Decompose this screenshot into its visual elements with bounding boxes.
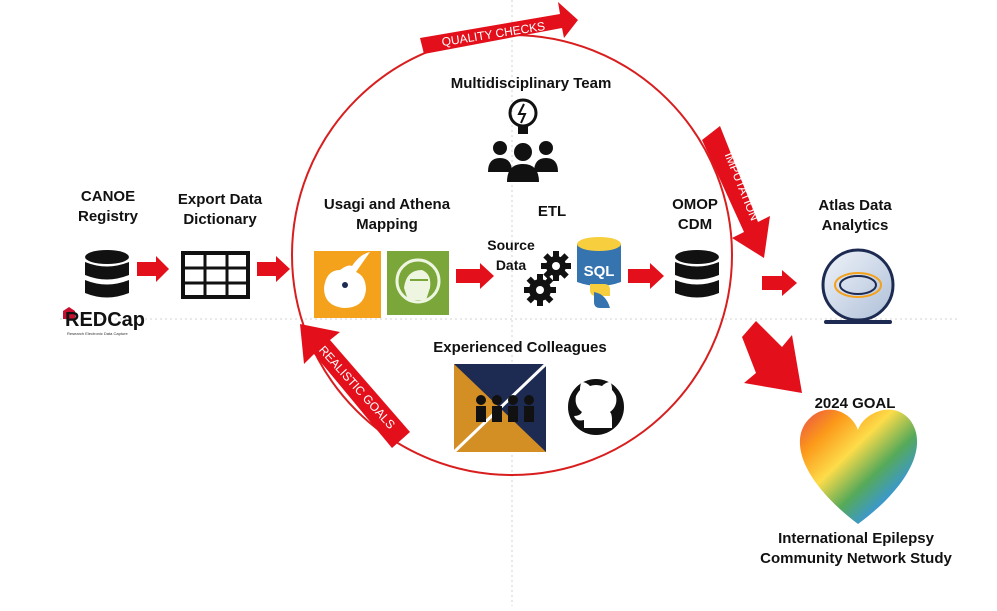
lightbulb-team-icon [488, 98, 558, 182]
canoe-line1: CANOE [80, 188, 136, 205]
realistic-goals-label: REALISTIC GOALS [316, 343, 398, 432]
arrow-etl-to-omop [628, 263, 664, 289]
arrow-omop-to-atlas [762, 270, 797, 296]
goal-2024-label: 2024 GOAL [814, 395, 896, 412]
usagi-athena-label: Usagi and Athena Mapping [312, 195, 462, 235]
table-grid-icon [181, 251, 250, 299]
network-study-label: International Epilepsy Community Network… [748, 529, 964, 569]
atlas-line2: Analytics [821, 217, 889, 234]
experienced-colleagues-label: Experienced Colleagues [433, 339, 607, 356]
redcap-logo [63, 307, 75, 319]
canoe-line2: Registry [77, 208, 139, 225]
ohdsi-community-logo [452, 362, 548, 454]
quality-checks-label: QUALITY CHECKS [441, 19, 546, 49]
export-line1: Export Data [177, 191, 263, 208]
network-line1: International Epilepsy [778, 530, 934, 547]
usagi-line1: Usagi and Athena [323, 196, 451, 213]
rainbow-heart-icon [799, 409, 918, 524]
canoe-registry-label: CANOE Registry [58, 187, 158, 227]
source-line2: Data [495, 257, 527, 273]
realistic-goals-arrow: REALISTIC GOALS [300, 324, 410, 448]
etl-label: ETL [537, 203, 567, 220]
source-line1: Source [487, 237, 535, 253]
athena-logo [387, 251, 449, 315]
atlas-logo [821, 248, 895, 324]
export-dictionary-label: Export Data Dictionary [160, 190, 280, 230]
sql-python-icon: SQL [577, 237, 621, 308]
canoe-database-icon [85, 250, 129, 298]
redcap-wordmark: REDCap [65, 309, 146, 331]
arrow-omop-to-goal [742, 321, 802, 393]
usagi-logo [314, 251, 381, 318]
quality-checks-arrow: QUALITY CHECKS [420, 2, 578, 54]
sql-label: SQL [584, 263, 615, 280]
atlas-analytics-label: Atlas Data Analytics [800, 196, 910, 236]
arrow-canoe-to-export [137, 256, 169, 282]
omop-cdm-label: OMOP CDM [660, 195, 730, 235]
source-data-label: Source Data [483, 235, 539, 275]
imputation-arrow: IMPUTATION [702, 126, 770, 258]
omop-line1: OMOP [672, 196, 718, 213]
export-line2: Dictionary [183, 211, 257, 228]
github-icon [568, 379, 624, 435]
usagi-line2: Mapping [356, 216, 418, 233]
network-line2: Community Network Study [760, 550, 952, 567]
multidisciplinary-team-label: Multidisciplinary Team [450, 75, 612, 92]
omop-database-icon [675, 250, 719, 298]
redcap-subtitle: Research Electronic Data Capture [67, 331, 128, 336]
atlas-line1: Atlas Data [818, 197, 892, 214]
arrow-usagi-to-etl [456, 263, 494, 289]
omop-line2: CDM [677, 216, 713, 233]
arrow-export-to-usagi [257, 256, 290, 282]
